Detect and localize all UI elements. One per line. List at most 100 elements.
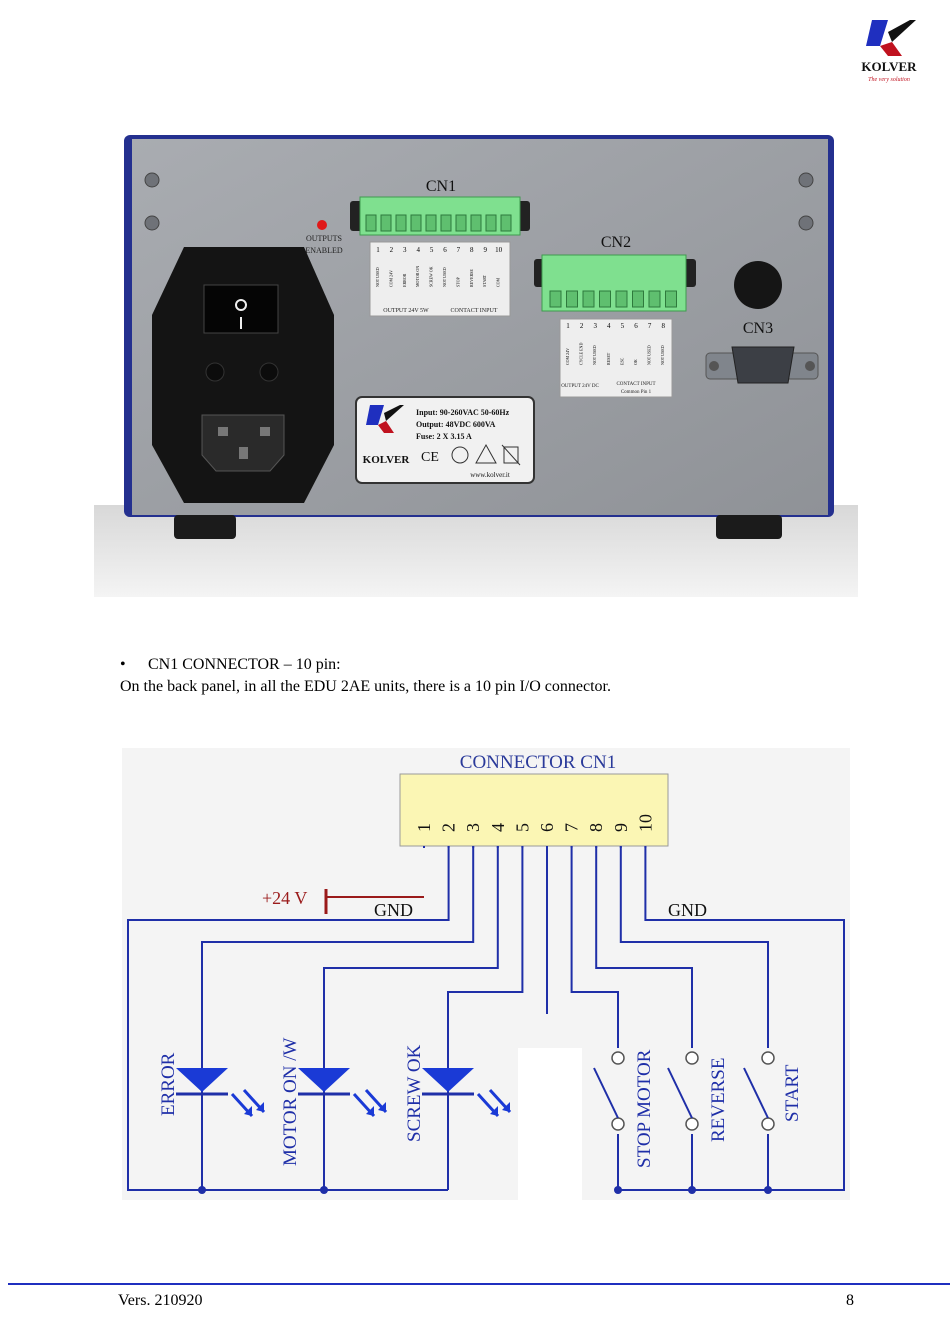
- reverse-wire: [595, 846, 693, 1048]
- cn1-pin-number: 6: [443, 246, 447, 254]
- cn1-terminal-pin: [500, 214, 512, 232]
- led-diode-icon: [298, 1068, 350, 1092]
- junction-dot: [320, 1186, 328, 1194]
- pin-number: 7: [562, 823, 582, 832]
- screw-icon: [798, 215, 814, 231]
- cn2-pin-function: NOT USED: [647, 345, 652, 365]
- cn1-terminal-pin: [470, 214, 482, 232]
- cn1-pin-function: ERROR: [402, 273, 407, 287]
- cn2-footer-left: OUTPUT 24V DC: [561, 384, 599, 389]
- switch-lever: [743, 1067, 769, 1119]
- cn2-terminal-pin: [582, 290, 595, 308]
- plate-logo-mark: [378, 421, 394, 433]
- logo-mark-left: [866, 20, 888, 46]
- input-label: REVERSE: [708, 1058, 729, 1142]
- screw-icon: [798, 172, 814, 188]
- bullet-item: •CN1 CONNECTOR – 10 pin:: [120, 656, 341, 674]
- inlet-pin: [218, 427, 228, 436]
- cn3-grommet: [734, 261, 782, 309]
- cn2-pin-function: RESET: [606, 352, 611, 365]
- power-module: [152, 247, 334, 503]
- start-wire: [619, 846, 769, 1048]
- plate-url: www.kolver.it: [470, 471, 510, 479]
- certification-icon: [451, 446, 469, 464]
- cn1-terminal-pin: [440, 214, 452, 232]
- led-diode-icon: [422, 1068, 474, 1092]
- cn2-pin-number: 4: [607, 322, 611, 330]
- pin-number: 10: [635, 814, 655, 832]
- plate-input: Input: 90-260VAC 50-60Hz: [416, 408, 510, 417]
- cn1-label: CN1: [426, 178, 456, 195]
- cn2-terminal-pin: [615, 290, 628, 308]
- junction-dot: [688, 1186, 696, 1194]
- cn1-pin-function: COM: [496, 277, 501, 287]
- foot-right: [716, 515, 782, 539]
- screw-icon: [144, 172, 160, 188]
- footer-version: Vers. 210920: [118, 1292, 203, 1309]
- diagram-gap: [518, 1048, 582, 1200]
- pin-number: 3: [463, 823, 483, 832]
- cn2-terminal-pin: [632, 290, 644, 308]
- logo-mark-right: [888, 20, 916, 42]
- cn1-terminal-pin: [365, 214, 377, 232]
- kolver-logo: KOLVER The very solution: [858, 16, 920, 86]
- cn2-pin-function: ESC: [619, 357, 624, 365]
- cn3-db9-connector[interactable]: [731, 346, 795, 384]
- light-arrow-icon: [256, 1102, 264, 1112]
- cn2-terminal-pin: [566, 290, 578, 308]
- input-label: START: [782, 1064, 803, 1122]
- junction-dot: [764, 1186, 772, 1194]
- foot-left: [174, 515, 236, 539]
- cn2-pin-number: 5: [621, 322, 625, 330]
- outputs-led: [317, 220, 327, 230]
- pin-number: 2: [439, 823, 459, 832]
- cn1-pin-function: START: [482, 274, 487, 287]
- outputs-label: OUTPUTS: [306, 234, 342, 243]
- cn1-pin-number: 1: [376, 246, 380, 254]
- cn1-terminal-pin: [455, 214, 467, 232]
- screw-icon: [144, 215, 160, 231]
- cn2-pin-legend: [559, 318, 673, 398]
- cn1-pin-function: NOT USED: [375, 267, 380, 287]
- cn2-pin-number: 1: [566, 322, 570, 330]
- output-label: MOTOR ON /W: [280, 1038, 301, 1166]
- rating-plate: [355, 396, 535, 484]
- cn2-pin-number: 6: [634, 322, 638, 330]
- cn1-terminal-pin: [425, 214, 437, 232]
- cn1-pin-number: 10: [495, 246, 503, 254]
- plate-logo-mark: [366, 405, 384, 425]
- cn2-pin-function: NOT USED: [660, 345, 665, 365]
- cn1-pin-function: NOT USED: [442, 267, 447, 287]
- cn1-pin-number: 3: [403, 246, 407, 254]
- gnd-left-label: GND: [374, 900, 413, 920]
- pin-number: 8: [586, 823, 606, 832]
- light-arrow-icon: [490, 1106, 498, 1116]
- cn2-pin-number: 3: [593, 322, 597, 330]
- iec-inlet: [201, 414, 285, 472]
- pin-number: 5: [512, 823, 532, 832]
- pin-number: 9: [611, 823, 631, 832]
- cn2-footer-right: CONTACT INPUT: [616, 382, 655, 387]
- cn2-pin-number: 7: [648, 322, 652, 330]
- ce-mark-icon: CE: [421, 450, 439, 465]
- cn2-terminal-pin: [665, 290, 677, 308]
- gnd-right-label: GND: [668, 900, 707, 920]
- cn2-terminal-pin: [648, 290, 661, 308]
- cn2-terminal-block[interactable]: [541, 254, 687, 312]
- output-label: SCREW OK: [404, 1044, 425, 1142]
- fuse-holder: [259, 362, 279, 382]
- pin-number: 1: [414, 823, 434, 832]
- plate-brand: KOLVER: [363, 454, 411, 466]
- cn1-footer-right: CONTACT INPUT: [451, 308, 498, 314]
- switch-contact: [611, 1051, 625, 1065]
- cn2-footer-common: Common Pin 1: [621, 390, 652, 395]
- cn1-terminal-pin: [410, 214, 422, 232]
- cn1-pin-function: REVERSE: [469, 269, 474, 287]
- switch-contact: [761, 1051, 775, 1065]
- screw-icon: [709, 361, 719, 371]
- logo-tagline: The very solution: [868, 77, 910, 83]
- cn1-pin-number: 4: [416, 246, 420, 254]
- cn1-pin-number: 8: [470, 246, 474, 254]
- logo-mark-accent: [880, 42, 902, 56]
